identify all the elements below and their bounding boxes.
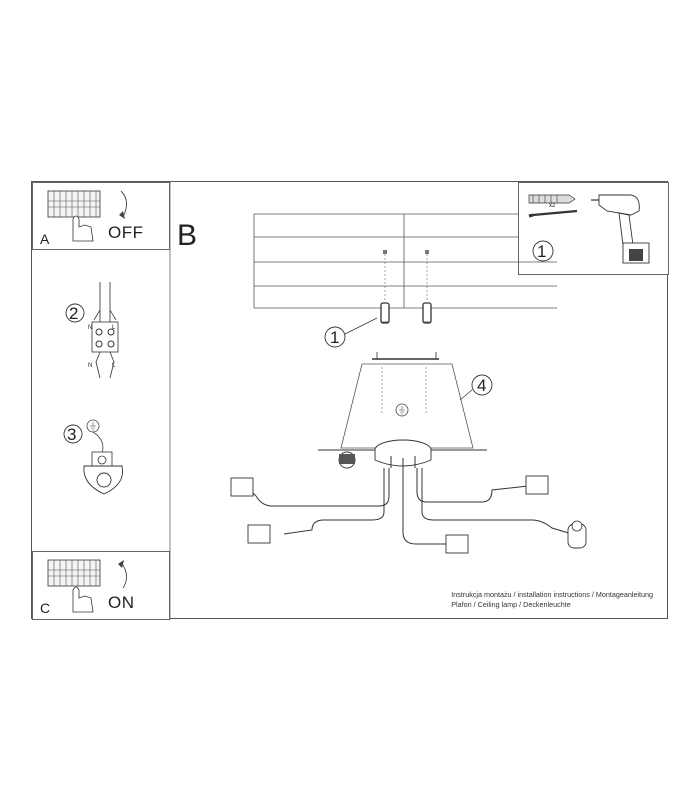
panel-c-letter: C: [40, 600, 51, 616]
ceiling-assembly-drawing: [230, 213, 587, 554]
panel-c-power-on: C ON: [32, 551, 170, 620]
power-on-label: ON: [108, 593, 135, 612]
power-off-label: OFF: [108, 223, 144, 242]
panel-a-letter: A: [40, 231, 50, 247]
screw-icon: [532, 209, 578, 217]
step-1-circle: [532, 240, 554, 262]
wire-label-n-bottom: N: [88, 363, 93, 369]
ground-connection-icon: [83, 419, 124, 495]
panel-a-power-off: A OFF: [32, 182, 170, 250]
hand-icon: [72, 215, 94, 242]
screw-pair: [380, 302, 432, 324]
step-2-number: 2: [69, 304, 79, 323]
ceiling-planks: [253, 213, 557, 309]
instructions-footer: Instrukcja montażu / installation instru…: [451, 590, 653, 610]
lamp-sockets: [230, 475, 587, 554]
step-3-number: 3: [67, 425, 77, 444]
wall-anchor-icon: [528, 194, 578, 218]
panel-b-letter: B: [177, 219, 198, 252]
footer-subtitle: Plafon / Ceiling lamp / Deckenleuchte: [451, 600, 571, 609]
wire-label-l-top: L: [112, 325, 116, 331]
step-1-number-assembly: 1: [330, 328, 340, 347]
tools-inset: x2 1: [518, 182, 669, 275]
drill-icon: [591, 194, 650, 264]
terminal-block-icon: [91, 282, 119, 379]
anchor-quantity: x2: [549, 203, 556, 209]
down-arrow-icon: [120, 190, 127, 218]
instruction-sheet: A OFF C ON 2: [31, 181, 669, 620]
step-1-number-tools: 1: [537, 242, 547, 261]
left-column-divider: [169, 182, 171, 620]
step-3-circle: [63, 424, 83, 444]
breaker-panel-icon: [47, 190, 127, 242]
step-4-number: 4: [477, 376, 487, 395]
wire-label-n-top: N: [88, 325, 93, 331]
breaker-panel-icon: [47, 559, 127, 613]
footer-title: Instrukcja montażu / installation instru…: [451, 590, 653, 599]
hand-icon: [72, 586, 94, 613]
step-2-circle: [65, 303, 85, 323]
wire-label-l-bottom: L: [112, 363, 116, 369]
